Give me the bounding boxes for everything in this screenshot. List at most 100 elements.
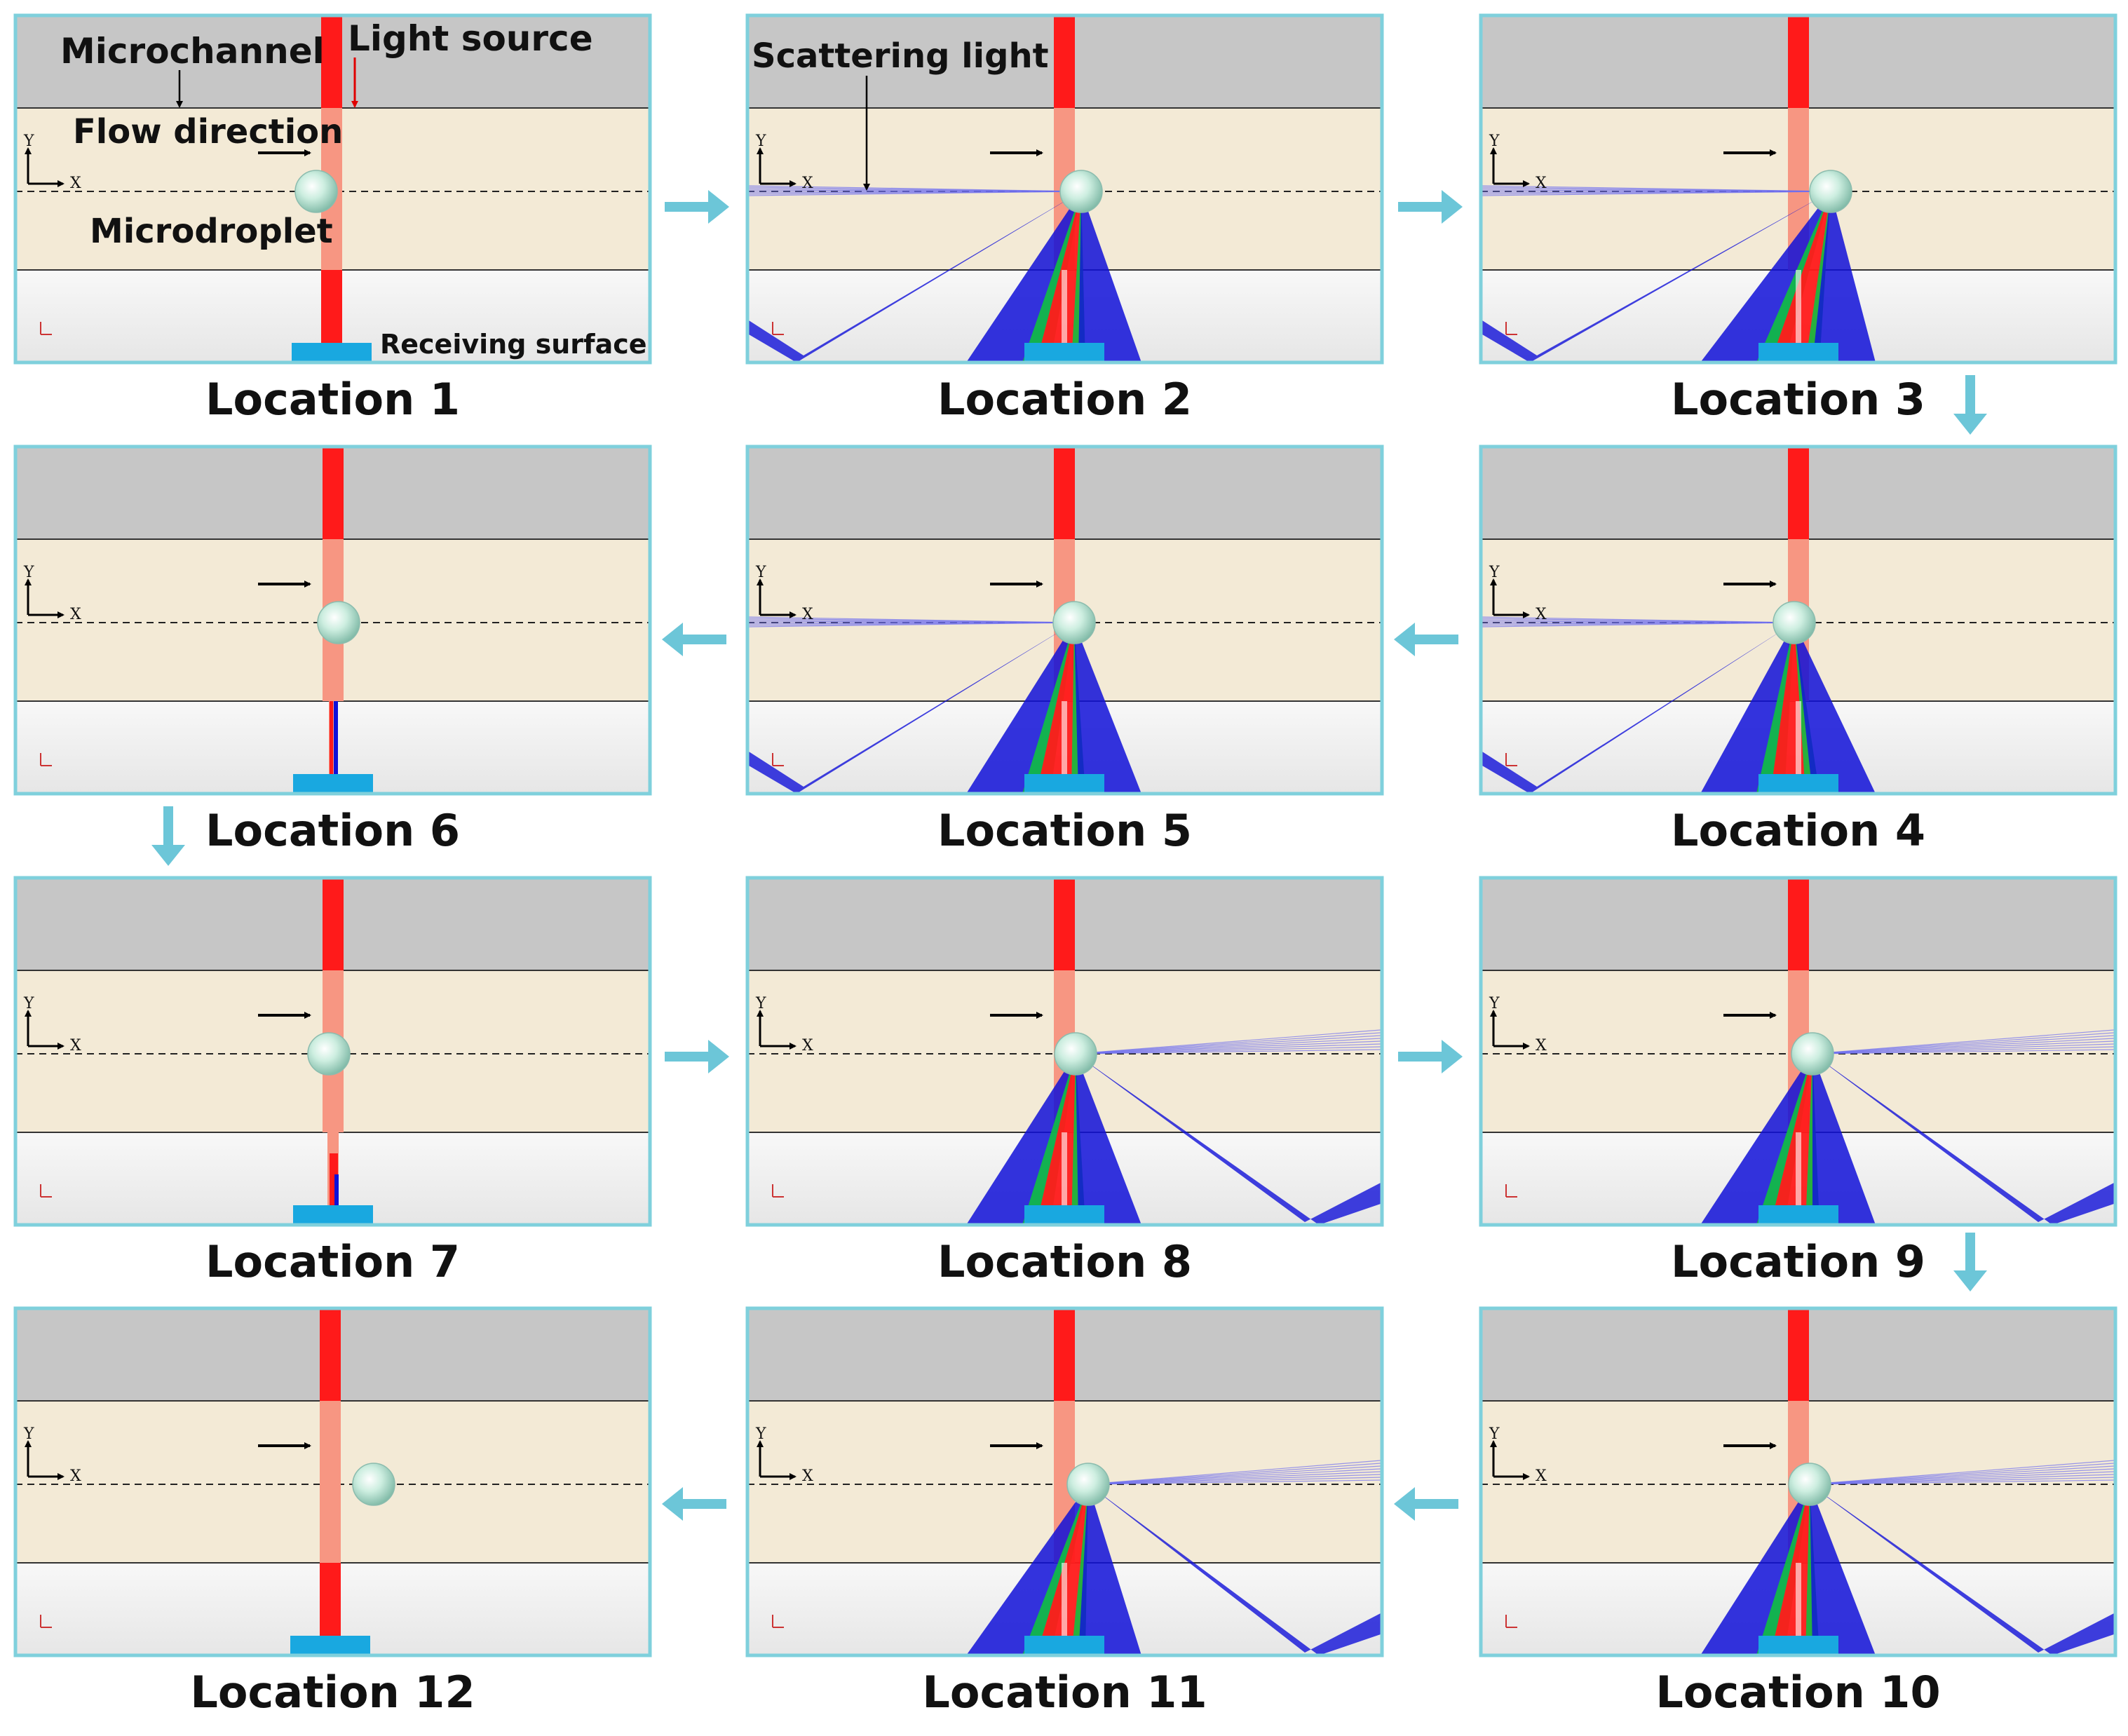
beam-gap bbox=[1796, 270, 1801, 362]
location-label: Location 6 bbox=[205, 805, 460, 856]
scatter-fan bbox=[966, 1484, 1088, 1655]
scatter-ray bbox=[748, 622, 1075, 628]
scatter-fan bbox=[1700, 1484, 1810, 1655]
sequence-arrow bbox=[1398, 190, 1463, 224]
sequence-arrow bbox=[665, 190, 729, 224]
light-beam bbox=[1788, 879, 1809, 970]
beam-gap bbox=[1796, 1132, 1801, 1225]
location-label: Location 11 bbox=[922, 1667, 1207, 1718]
scatter-ray bbox=[1482, 622, 1795, 628]
receiving-surface bbox=[1024, 1205, 1104, 1225]
location-label: Location 1 bbox=[205, 374, 460, 425]
scatter-ray bbox=[1087, 1468, 1381, 1485]
light-beam bbox=[320, 1310, 341, 1401]
microdroplet bbox=[307, 1032, 351, 1076]
receiving-surface bbox=[1758, 343, 1838, 362]
scatter-ray bbox=[1087, 1465, 1381, 1485]
scatter-fan bbox=[1770, 623, 1812, 794]
triad-icon bbox=[1505, 322, 1517, 335]
scatter-fan bbox=[1088, 1484, 1381, 1655]
scatter-fan bbox=[1022, 1484, 1088, 1655]
light-beam bbox=[330, 701, 333, 784]
location-panel: Y X Location 9 bbox=[1479, 876, 2117, 1287]
x-axis-label: X bbox=[802, 1037, 813, 1055]
triad-icon bbox=[772, 1615, 784, 1628]
scatter-fan bbox=[1076, 1054, 1381, 1225]
scatter-fan bbox=[1036, 1054, 1078, 1225]
location-label: Location 12 bbox=[190, 1667, 475, 1718]
x-axis-label: X bbox=[70, 1037, 81, 1055]
light-beam bbox=[320, 1563, 341, 1646]
microchannel-label: Microchannel bbox=[60, 31, 325, 72]
light-beam bbox=[1054, 879, 1075, 970]
scatter-fan bbox=[1078, 191, 1141, 362]
y-axis-label: Y bbox=[23, 995, 34, 1012]
scatter-fan bbox=[1078, 1484, 1141, 1655]
scatter-ray bbox=[1075, 1040, 1381, 1055]
scatter-ray bbox=[1812, 1038, 2115, 1055]
triad-icon bbox=[1505, 753, 1517, 766]
light-beam bbox=[1054, 17, 1075, 108]
scatter-fan bbox=[966, 191, 1081, 362]
y-axis-label: Y bbox=[1489, 1425, 1500, 1443]
location-label: Location 9 bbox=[1671, 1236, 1925, 1287]
scatter-fan bbox=[1022, 1054, 1076, 1225]
scatter-ray bbox=[1087, 1479, 1381, 1485]
receiving-surface bbox=[290, 1636, 370, 1655]
microdroplet bbox=[1788, 1463, 1831, 1506]
y-axis-label: Y bbox=[1489, 995, 1500, 1012]
scatter-fan bbox=[966, 1054, 1076, 1225]
x-axis-label: X bbox=[1536, 1467, 1547, 1485]
y-axis-label: Y bbox=[23, 133, 34, 150]
receiving-surface bbox=[1024, 1636, 1104, 1655]
beam-gap bbox=[1062, 270, 1067, 362]
scatter-fan bbox=[1810, 1484, 2114, 1655]
scatter-ray bbox=[1809, 1465, 2115, 1485]
scatter-fan bbox=[966, 623, 1074, 794]
sequence-arrow bbox=[662, 623, 726, 656]
triad-icon bbox=[40, 322, 52, 335]
scatter-fan bbox=[1074, 623, 1141, 794]
scatter-ray bbox=[1482, 191, 1831, 196]
microdroplet bbox=[317, 601, 360, 644]
triad-icon bbox=[772, 1184, 784, 1198]
receiving-surface bbox=[1758, 774, 1838, 794]
sequence-arrow bbox=[151, 806, 185, 866]
scatter-ray bbox=[1809, 1463, 2115, 1485]
panel-border bbox=[1479, 1306, 2117, 1657]
panel-border bbox=[745, 876, 1384, 1227]
panel-border bbox=[13, 876, 652, 1227]
panel-border bbox=[13, 1306, 652, 1657]
sequence-arrow bbox=[665, 1040, 729, 1073]
scatter-fan bbox=[749, 623, 1074, 794]
scatter-fan bbox=[1482, 623, 1794, 794]
scatter-fan bbox=[1812, 1054, 1876, 1225]
panel-border bbox=[1479, 13, 2117, 365]
y-axis-label: Y bbox=[23, 564, 34, 581]
x-axis-label: X bbox=[1536, 606, 1547, 623]
scatter-fan bbox=[1022, 191, 1081, 362]
location-label: Location 5 bbox=[937, 805, 1192, 856]
scatter-fan bbox=[1810, 1484, 1876, 1655]
triad-icon bbox=[40, 1184, 52, 1198]
y-axis-label: Y bbox=[755, 995, 766, 1012]
scattering-light-label: Scattering light bbox=[752, 36, 1049, 76]
panel-border bbox=[745, 13, 1384, 365]
beam-gap bbox=[1062, 1563, 1067, 1655]
light-beam bbox=[1788, 1310, 1809, 1401]
sequence-arrow bbox=[1953, 375, 1987, 435]
light-beam bbox=[1788, 448, 1809, 539]
light-beam bbox=[323, 448, 344, 539]
beam-gap bbox=[1062, 701, 1067, 794]
x-axis-label: X bbox=[1536, 1037, 1547, 1055]
scatter-ray bbox=[1075, 1029, 1381, 1055]
scatter-ray bbox=[1075, 1049, 1381, 1055]
